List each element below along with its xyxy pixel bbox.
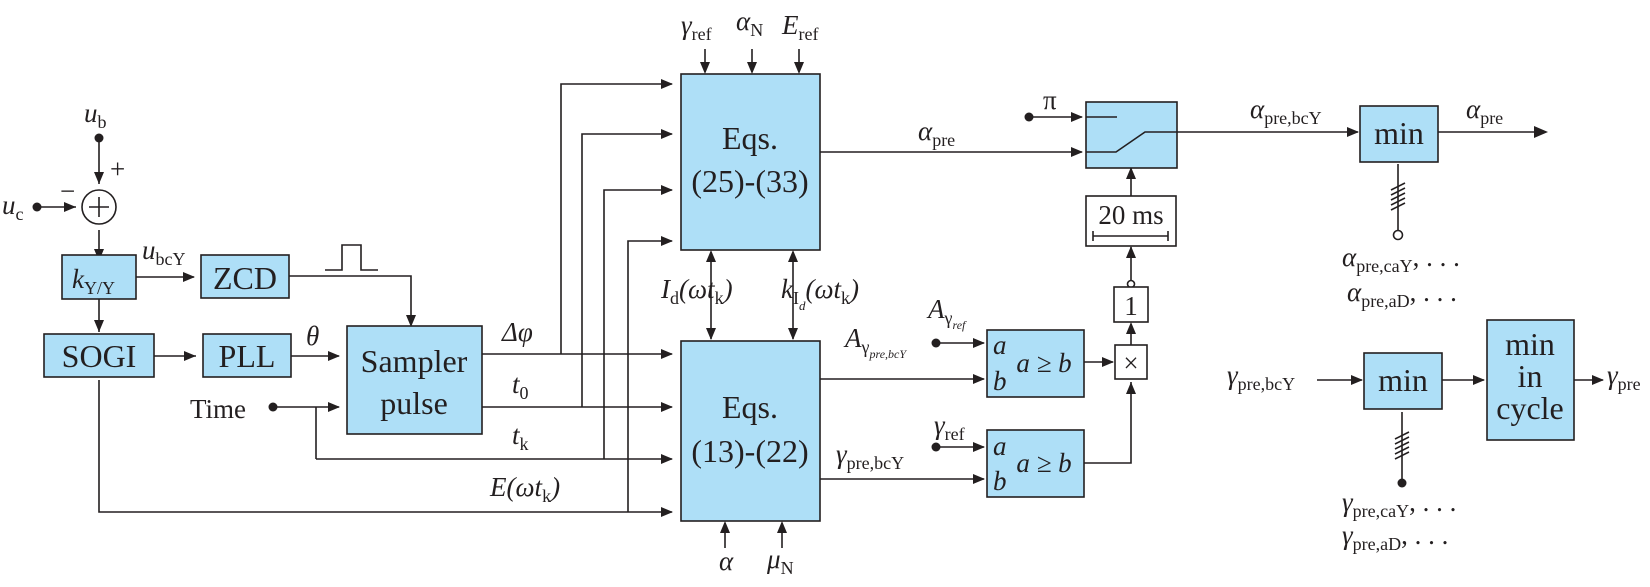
svg-text:ub: ub — [84, 98, 107, 132]
svg-text:Sampler: Sampler — [361, 343, 468, 379]
summing-junction — [81, 189, 117, 225]
multiplier-block: × — [1114, 344, 1148, 380]
svg-text:a ≥ b: a ≥ b — [1016, 448, 1071, 478]
svg-text:μN: μN — [766, 544, 794, 578]
svg-text:γref: γref — [681, 10, 712, 44]
min-block-alpha: min — [1359, 105, 1439, 163]
svg-text:γpre,caY, . . .: γpre,caY, . . . — [1342, 487, 1456, 521]
svg-text:PLL: PLL — [219, 338, 276, 374]
svg-text:Eref: Eref — [781, 10, 818, 44]
svg-text:αN: αN — [736, 6, 763, 40]
svg-text:a: a — [993, 330, 1007, 360]
sampler-pulse-block: Sampler pulse — [346, 325, 483, 435]
eqs-top-block: Eqs. (25)-(33) — [680, 73, 821, 251]
svg-text:tk: tk — [512, 420, 529, 454]
comparator-1: a b a ≥ b — [986, 329, 1085, 398]
kyy-block: kY/Y — [61, 254, 137, 300]
svg-text:a: a — [993, 431, 1007, 461]
eqs-bottom-block: Eqs. (13)-(22) — [680, 340, 821, 522]
svg-text:Time: Time — [190, 394, 246, 424]
svg-text:min: min — [1378, 362, 1428, 398]
svg-text:Aγref: Aγref — [926, 294, 967, 332]
svg-text:−: − — [60, 176, 75, 206]
signal-labels: ub uc + − ubcY θ Time Δφ t0 tk E(ωtk) γr… — [2, 6, 1641, 578]
svg-text:pulse: pulse — [380, 385, 448, 421]
svg-text:×: × — [1123, 348, 1138, 378]
svg-text:αpre,aD, . . .: αpre,aD, . . . — [1347, 277, 1457, 311]
svg-text:αpre: αpre — [918, 116, 955, 150]
svg-text:SOGI: SOGI — [62, 338, 137, 374]
svg-text:Δφ: Δφ — [501, 317, 533, 347]
svg-text:θ: θ — [306, 321, 319, 351]
svg-text:ubcY: ubcY — [142, 235, 186, 269]
sogi-block: SOGI — [43, 333, 155, 378]
svg-text:a ≥ b: a ≥ b — [1016, 348, 1071, 378]
svg-text:uc: uc — [2, 190, 24, 224]
svg-text:b: b — [993, 466, 1007, 496]
svg-text:γpre,bcY: γpre,bcY — [1227, 360, 1295, 394]
svg-text:γpre,bcY: γpre,bcY — [836, 439, 904, 473]
svg-text:αpre,caY, . . .: αpre,caY, . . . — [1342, 242, 1460, 276]
svg-text:αpre: αpre — [1466, 94, 1503, 128]
svg-text:b: b — [993, 366, 1007, 396]
min-block-gamma: min — [1363, 352, 1443, 410]
svg-text:in: in — [1518, 358, 1543, 394]
svg-text:min: min — [1505, 326, 1555, 362]
svg-text:(13)-(22): (13)-(22) — [691, 433, 808, 469]
svg-text:20 ms: 20 ms — [1098, 200, 1163, 230]
svg-text:Aγpre,bcY: Aγpre,bcY — [843, 323, 907, 361]
arrowheads — [64, 62, 1604, 533]
one-block: 1 — [1113, 286, 1149, 323]
min-in-cycle-block: min in cycle — [1486, 319, 1575, 441]
pll-block: PLL — [202, 333, 292, 378]
svg-text:Eqs.: Eqs. — [722, 389, 778, 425]
bus-slashes — [1390, 182, 1410, 460]
svg-text:kId(ωtk): kId(ωtk) — [781, 274, 859, 313]
svg-text:ZCD: ZCD — [213, 260, 277, 296]
delay-block: 20 ms — [1085, 195, 1177, 247]
comparator-2: a b a ≥ b — [986, 429, 1085, 498]
svg-text:γpre: γpre — [1607, 360, 1641, 394]
svg-text:γref: γref — [934, 410, 965, 444]
svg-text:α: α — [719, 546, 734, 576]
zcd-block: ZCD — [200, 254, 290, 299]
svg-text:kY/Y: kY/Y — [72, 264, 115, 298]
svg-text:Eqs.: Eqs. — [722, 120, 778, 156]
svg-text:αpre,bcY: αpre,bcY — [1250, 94, 1322, 128]
svg-text:cycle: cycle — [1496, 390, 1564, 426]
svg-text:1: 1 — [1124, 291, 1138, 321]
switch-block — [1085, 101, 1178, 169]
svg-text:(25)-(33): (25)-(33) — [691, 163, 808, 199]
svg-text:+: + — [110, 154, 125, 184]
svg-text:t0: t0 — [512, 369, 529, 403]
svg-text:min: min — [1374, 115, 1424, 151]
svg-text:Id(ωtk): Id(ωtk) — [660, 274, 733, 308]
svg-text:E(ωtk): E(ωtk) — [489, 472, 560, 506]
svg-text:γpre,aD, . . .: γpre,aD, . . . — [1342, 520, 1448, 554]
svg-text:π: π — [1043, 85, 1057, 115]
terminal-dots — [32, 112, 1407, 488]
